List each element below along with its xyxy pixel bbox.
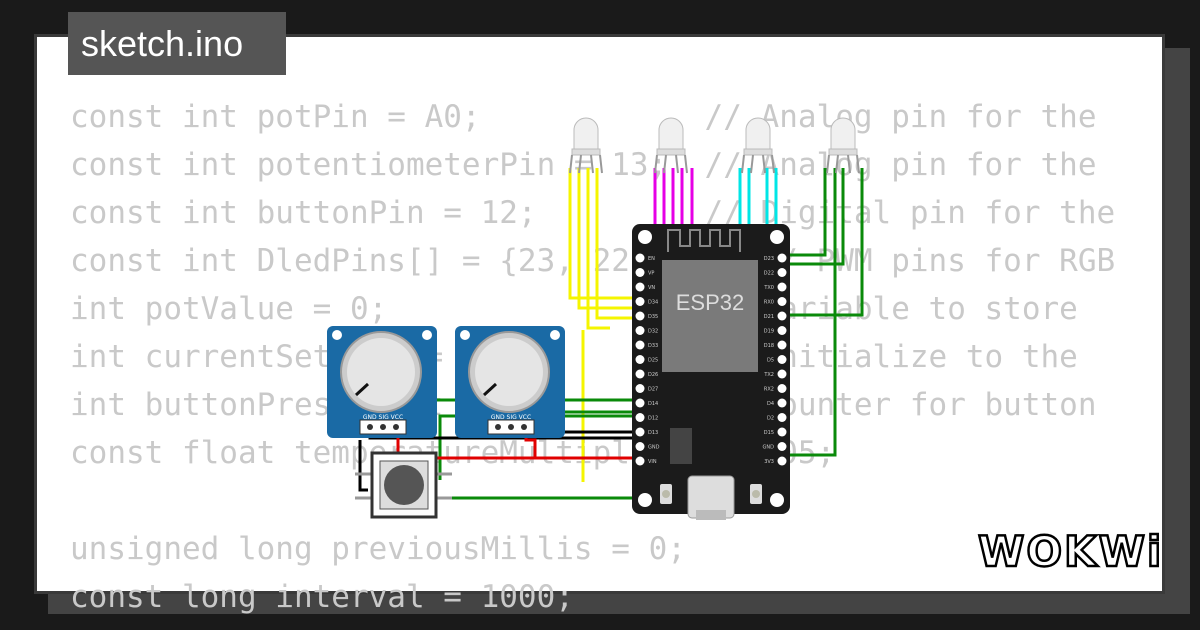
- board-pin-label: D13: [648, 430, 658, 436]
- code-line: const int potentiometerPin = 13; // Anal…: [70, 147, 1097, 183]
- board-pin-label: D14: [648, 401, 658, 407]
- board-pin-label: RX0: [764, 300, 774, 306]
- board-pin[interactable]: [635, 384, 645, 393]
- board-pin[interactable]: [635, 253, 645, 263]
- board-pin[interactable]: [635, 326, 645, 335]
- board-pin[interactable]: [777, 340, 787, 350]
- board-pin[interactable]: [635, 456, 645, 466]
- code-line: const long interval = 1000;: [70, 579, 574, 615]
- board-pin[interactable]: [777, 355, 787, 364]
- board-pin-label: VP: [648, 271, 654, 277]
- board-pin-label: D12: [648, 416, 658, 422]
- wokwi-logo: WOKWi: [977, 520, 1163, 583]
- board-pin-label: D33: [648, 343, 658, 349]
- board-pin-label: D19: [764, 329, 774, 335]
- board-pin-label: D35: [648, 314, 658, 320]
- board-pin-label: GND: [648, 445, 660, 451]
- board-pin[interactable]: [635, 413, 645, 422]
- board-pin-label: D25: [648, 358, 658, 364]
- code-preview: const int potPin = A0; // Analog pin for…: [70, 93, 1134, 621]
- board-pin-label: RX2: [764, 387, 774, 393]
- board-label: ESP32: [676, 290, 745, 315]
- board-pin[interactable]: [777, 282, 787, 292]
- project-card[interactable]: const int potPin = A0; // Analog pin for…: [34, 34, 1165, 615]
- filename-tab[interactable]: sketch.ino: [68, 12, 286, 75]
- board-pin-label: D22: [764, 271, 774, 277]
- board-pin-label: D4: [767, 401, 774, 407]
- board-pin-label: VN: [648, 285, 655, 291]
- board-pin-label: D23: [764, 256, 774, 262]
- pot-pin-labels: GND SIG VCC: [363, 414, 403, 421]
- board-pin-label: D27: [648, 387, 658, 393]
- board-pin[interactable]: [777, 427, 787, 437]
- board-pin[interactable]: [777, 268, 787, 277]
- board-pin[interactable]: [777, 384, 787, 393]
- board-pin[interactable]: [777, 369, 787, 379]
- board-pin[interactable]: [777, 326, 787, 335]
- board-pin[interactable]: [777, 456, 787, 466]
- potentiometer-icon[interactable]: GND SIG VCC: [327, 326, 437, 438]
- board-pin-label: EN: [648, 256, 655, 262]
- board-pin[interactable]: [635, 369, 645, 379]
- board-pin-label: D15: [764, 430, 774, 436]
- board-pin-label: D5: [767, 358, 774, 364]
- board-pin[interactable]: [777, 398, 787, 408]
- board-pin-label: D2: [767, 416, 774, 422]
- potentiometer-icon[interactable]: GND SIG VCC: [455, 326, 565, 438]
- logo-text: WOKWi: [978, 527, 1163, 576]
- board-pin[interactable]: [635, 442, 645, 451]
- code-line: const int buttonPin = 12; // Digital pin…: [70, 195, 1116, 231]
- board-pin[interactable]: [635, 427, 645, 437]
- board-pin[interactable]: [635, 268, 645, 277]
- board-pin-label: TX2: [763, 372, 774, 378]
- rgb-led-icon[interactable]: [569, 117, 860, 174]
- board-pin-label: TX0: [763, 285, 774, 291]
- board-pin-label: D26: [648, 372, 658, 378]
- board-pin[interactable]: [777, 413, 787, 422]
- code-line: unsigned long previousMillis = 0;: [70, 531, 686, 567]
- board-pin-label: D34: [648, 300, 658, 306]
- board-pin[interactable]: [635, 297, 645, 306]
- board-pin[interactable]: [777, 253, 787, 263]
- board-pin[interactable]: [635, 282, 645, 292]
- board-pin-label: 3V3: [764, 459, 774, 465]
- board-pin[interactable]: [635, 355, 645, 364]
- board-pin-label: GND: [763, 445, 775, 451]
- code-line: const int potPin = A0; // Analog pin for…: [70, 99, 1097, 135]
- pot-pin-labels: GND SIG VCC: [491, 414, 531, 421]
- esp32-board-icon[interactable]: ESP32 ENVPVND34D35D32D33D25D26D27D14D12D…: [632, 224, 790, 520]
- board-pin-label: VIN: [648, 459, 657, 465]
- board-pin-label: D21: [764, 314, 774, 320]
- board-pin-label: D32: [648, 329, 658, 335]
- board-pin[interactable]: [635, 311, 645, 321]
- pushbutton-icon[interactable]: [355, 451, 452, 519]
- board-pin[interactable]: [635, 398, 645, 408]
- board-pin[interactable]: [777, 311, 787, 321]
- board-pin-label: D18: [764, 343, 774, 349]
- board-pin[interactable]: [635, 340, 645, 350]
- board-pin[interactable]: [777, 297, 787, 306]
- board-pin[interactable]: [777, 442, 787, 451]
